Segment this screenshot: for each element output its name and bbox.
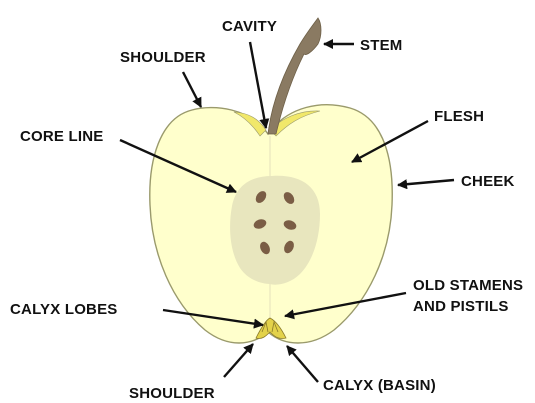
label-flesh: FLESH [434, 108, 484, 125]
label-old-stamens-line1: OLD STAMENS [413, 277, 523, 294]
label-stem: STEM [360, 37, 402, 54]
arrow-shoulder-bottom [224, 344, 253, 377]
label-cheek: CHEEK [461, 173, 515, 190]
label-old-stamens-line2: AND PISTILS [413, 298, 509, 315]
label-shoulder-bottom: SHOULDER [129, 385, 215, 402]
arrow-cheek [398, 180, 454, 185]
label-calyx-basin: CALYX (BASIN) [323, 377, 436, 394]
label-calyx-lobes: CALYX LOBES [10, 301, 118, 318]
arrow-shoulder-top [183, 72, 201, 107]
arrow-cavity [250, 42, 266, 128]
label-core-line: CORE LINE [20, 128, 103, 145]
label-shoulder-top: SHOULDER [120, 49, 206, 66]
arrow-calyx-basin [287, 346, 318, 382]
label-cavity: CAVITY [222, 18, 277, 35]
